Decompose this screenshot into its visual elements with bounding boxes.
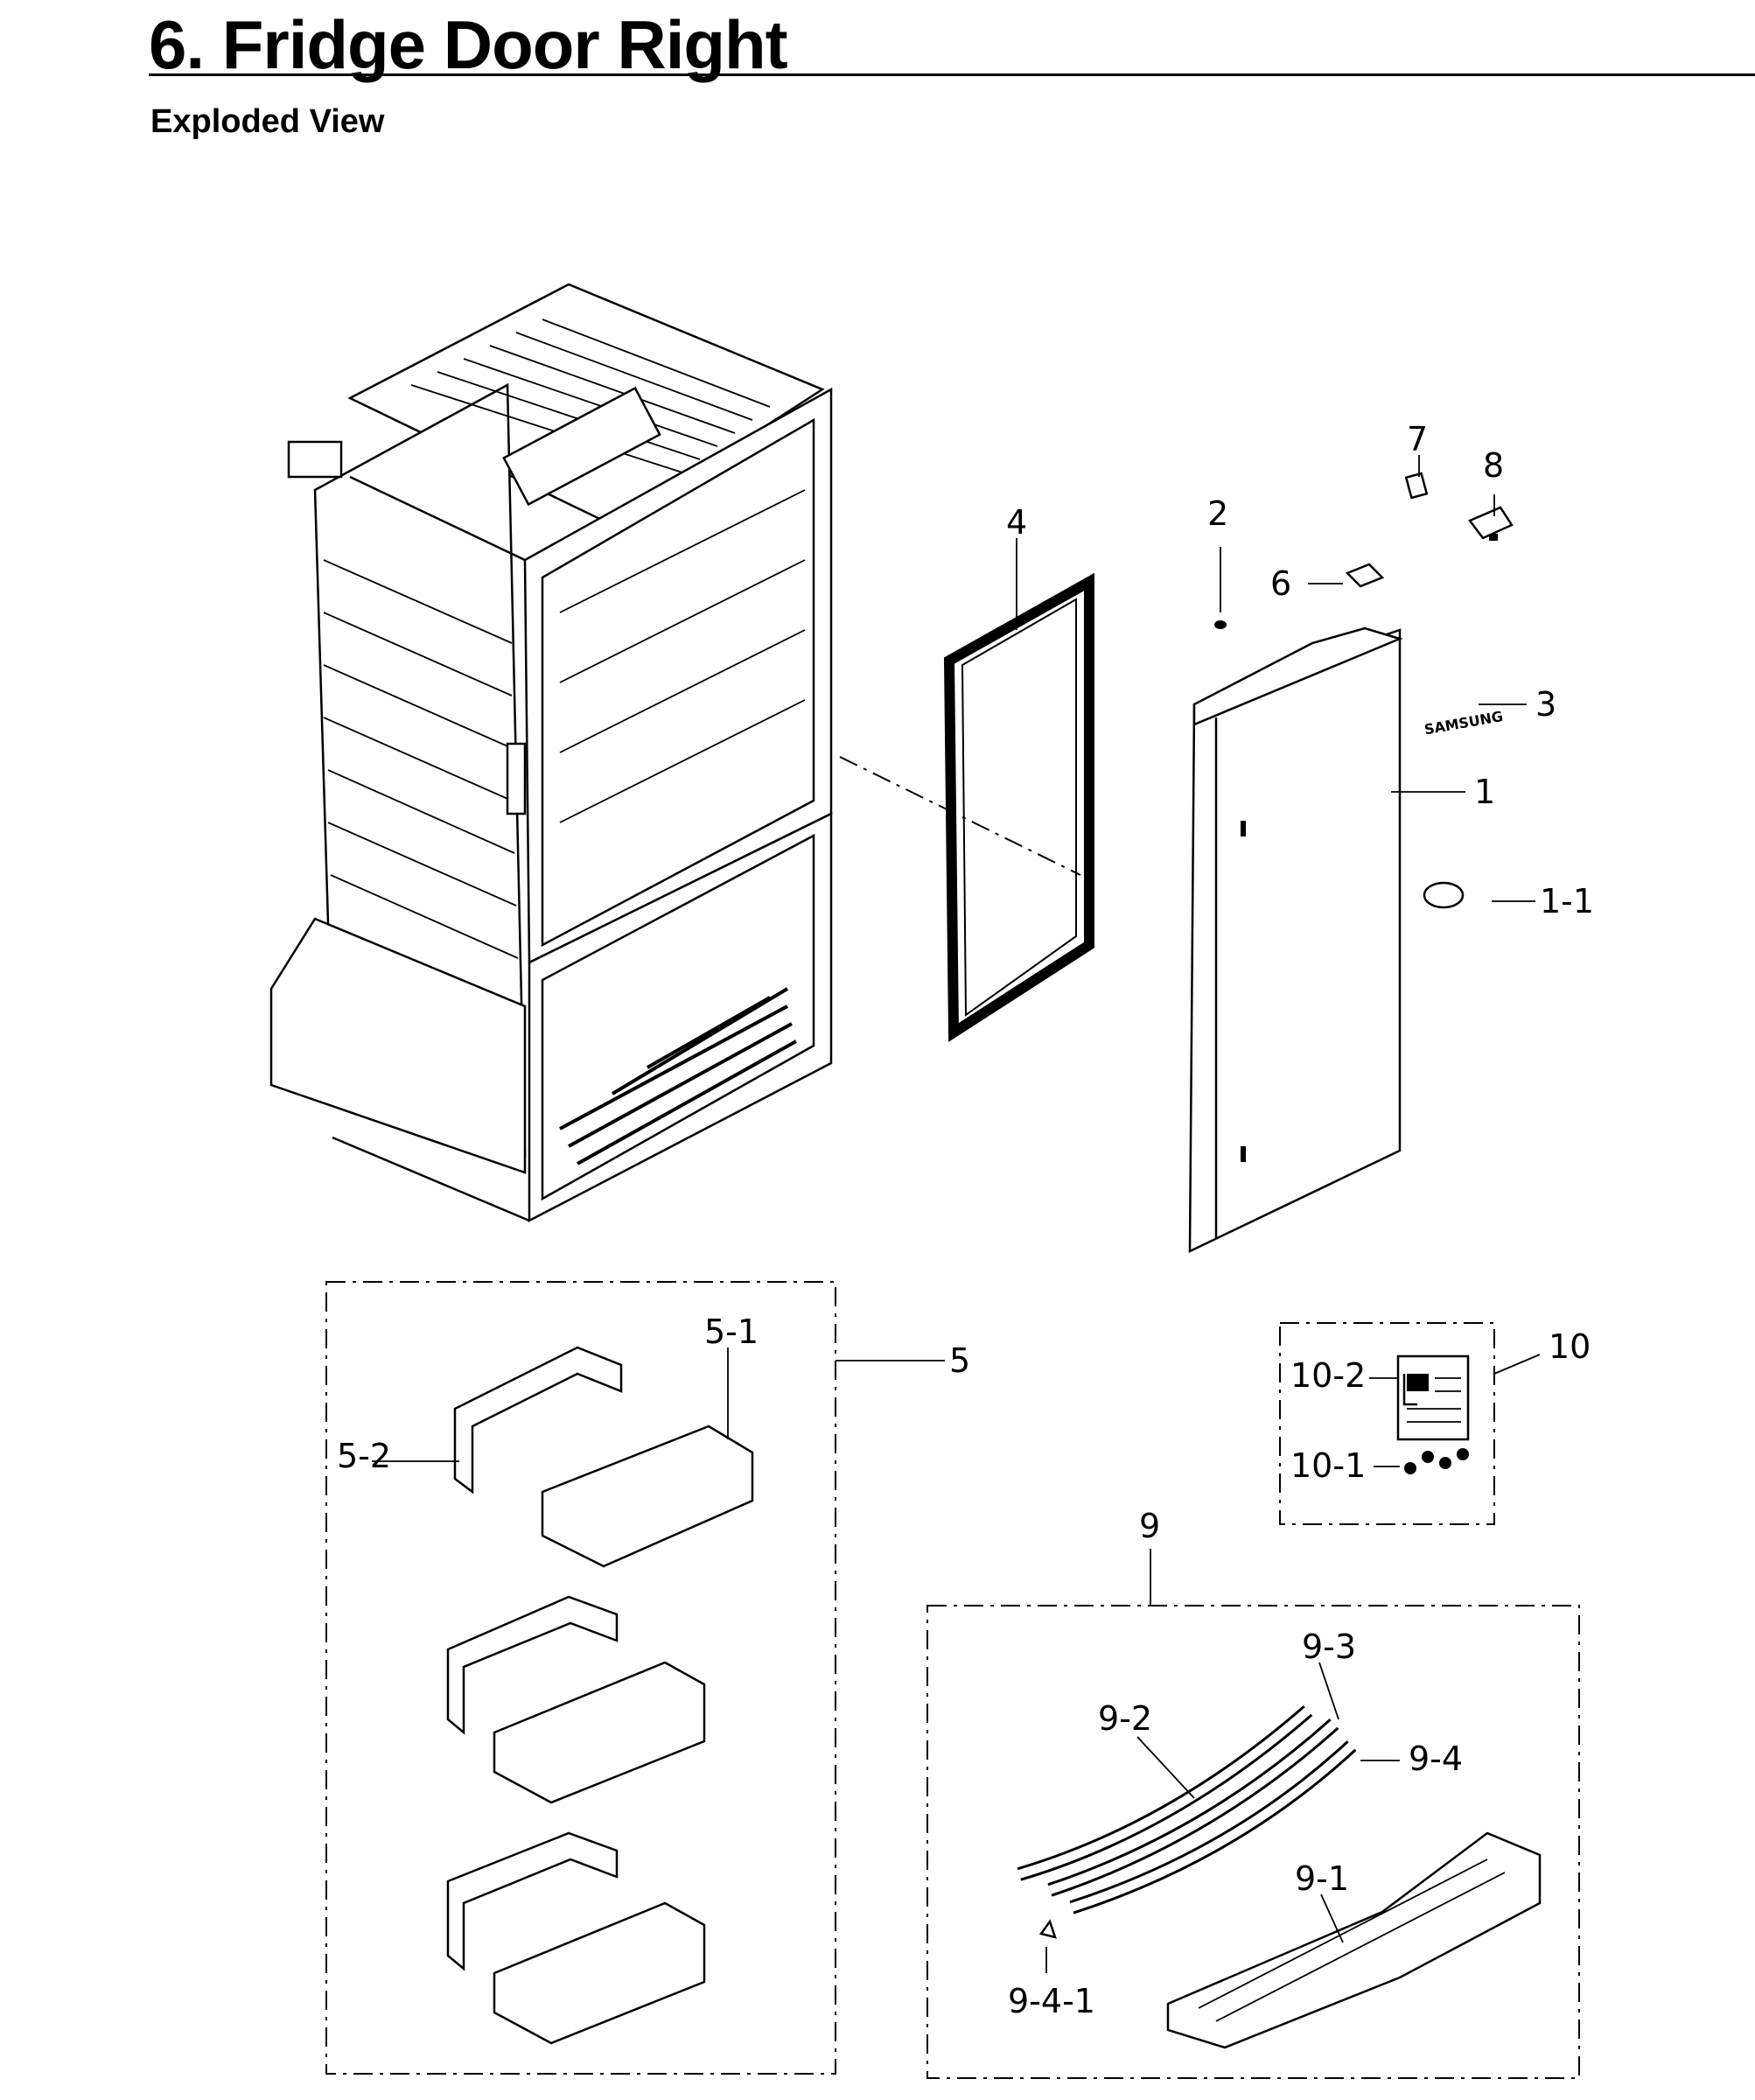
water-tube-group — [926, 1605, 1580, 2079]
callout-10-1-doc: 10-2 — [1290, 1356, 1366, 1395]
hinge-bushing-6 — [1345, 563, 1385, 588]
fridge-door — [1188, 626, 1403, 1253]
screw-2 — [1214, 620, 1227, 629]
callout-5-2: 5-2 — [337, 1437, 391, 1475]
callout-3: 3 — [1535, 685, 1556, 724]
alignment-line — [839, 756, 1081, 876]
callout-9: 9 — [1139, 1507, 1160, 1545]
callout-9-3: 9-3 — [1302, 1628, 1356, 1666]
page-subtitle: Exploded View — [150, 103, 385, 140]
callout-9-1: 9-1 — [1295, 1859, 1349, 1898]
callout-6: 6 — [1270, 564, 1291, 603]
samsung-logo-3: SAMSUNG — [1423, 708, 1505, 738]
door-bins — [446, 1346, 754, 2045]
page-title: 6. Fridge Door Right — [149, 6, 788, 83]
door-stopper-1-1 — [1423, 881, 1465, 909]
callout-1-1: 1-1 — [1540, 882, 1594, 920]
callout-8: 8 — [1483, 446, 1504, 485]
logo-text: SAMSUNG — [1423, 708, 1505, 738]
manual-kit — [1396, 1354, 1470, 1474]
callout-9-4: 9-4 — [1409, 1740, 1463, 1778]
callout-4: 4 — [1006, 503, 1027, 542]
callout-2: 2 — [1207, 494, 1228, 533]
callout-10-1: 10-1 — [1290, 1446, 1366, 1485]
title-rule — [149, 74, 1755, 76]
callout-1: 1 — [1474, 773, 1495, 811]
door-bins-group — [325, 1281, 836, 2075]
tube-holder-9-1 — [1166, 1831, 1542, 2049]
refrigerator-cabinet — [269, 283, 833, 1223]
door-cap-7 — [1404, 472, 1429, 500]
door-gasket — [943, 572, 1094, 1042]
tube-clip-9-4-1 — [1038, 1919, 1057, 1939]
hinge-8 — [1468, 506, 1514, 541]
callout-5: 5 — [949, 1341, 970, 1380]
callout-10: 10 — [1549, 1327, 1591, 1366]
callout-7: 7 — [1407, 420, 1428, 458]
manual-kit-group — [1279, 1322, 1495, 1525]
callout-5-1: 5-1 — [704, 1312, 759, 1351]
callout-9-4-1: 9-4-1 — [1008, 1982, 1095, 2020]
callout-9-2: 9-2 — [1098, 1699, 1152, 1738]
leader-lines — [372, 455, 1541, 1973]
water-tubes — [1017, 1704, 1357, 1914]
